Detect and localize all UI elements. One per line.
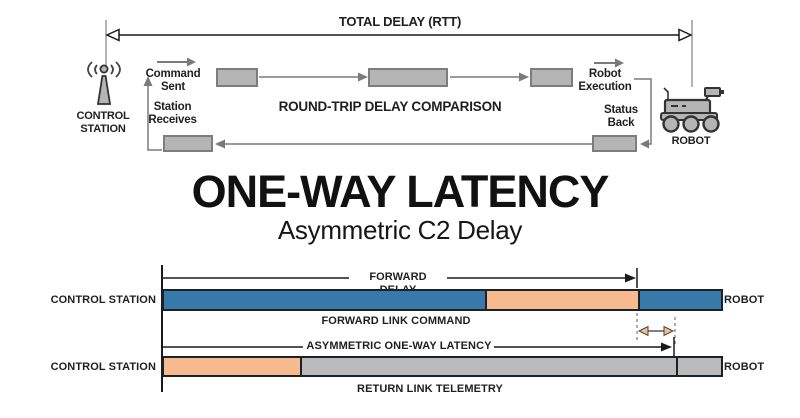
station-receives-label: Station Receives bbox=[148, 101, 197, 127]
forward-link-bar bbox=[162, 289, 723, 311]
delay-delta-arrowhead-left bbox=[637, 325, 649, 337]
packet-box-3 bbox=[530, 68, 573, 87]
round-trip-comparison-label: ROUND-TRIP DELAY COMPARISON bbox=[278, 99, 502, 114]
robot-label: ROBOT bbox=[671, 135, 711, 147]
total-delay-label: TOTAL DELAY (RTT) bbox=[338, 14, 462, 29]
total-delay-arrowhead-right bbox=[678, 28, 693, 42]
return-bar-segment-peach bbox=[164, 358, 300, 375]
forward-bar-segment-blue-1 bbox=[164, 291, 485, 309]
forward-link-caption: FORWARD LINK COMMAND bbox=[321, 315, 471, 327]
return-link-bar bbox=[162, 356, 723, 377]
page-title: ONE-WAY LATENCY bbox=[191, 166, 610, 217]
forward-path-arrowhead-1 bbox=[358, 72, 368, 82]
return-path-arrowhead bbox=[215, 139, 225, 149]
control-station-label: CONTROL STATION bbox=[76, 110, 130, 135]
asym-latency-label: ASYMMETRIC ONE-WAY LATENCY bbox=[306, 340, 492, 352]
control-station-icon bbox=[87, 61, 121, 105]
status-back-label: Status Back bbox=[604, 104, 638, 130]
command-sent-arrowhead bbox=[187, 57, 196, 67]
return-bar-segment-gray-2 bbox=[675, 358, 721, 375]
packet-box-station-receives bbox=[163, 135, 213, 152]
forward-right-axis-label: ROBOT bbox=[724, 294, 765, 306]
robot-icon bbox=[660, 87, 724, 133]
total-delay-arrowhead-left bbox=[105, 28, 120, 42]
forward-left-axis-label: CONTROL STATION bbox=[50, 294, 156, 306]
forward-bar-segment-blue-2 bbox=[638, 291, 721, 309]
delay-delta-arrowhead-right bbox=[663, 325, 675, 337]
robot-execution-arrowhead bbox=[615, 58, 624, 68]
return-left-axis-label: CONTROL STATION bbox=[50, 361, 156, 373]
return-bar-segment-gray-1 bbox=[299, 358, 676, 375]
robot-side-elbow-arrowhead bbox=[640, 139, 649, 149]
packet-box-2 bbox=[368, 68, 448, 87]
robot-execution-label: Robot Execution bbox=[578, 68, 632, 94]
packet-box-status-back bbox=[592, 135, 637, 152]
forward-path-arrowhead-2 bbox=[519, 72, 529, 82]
forward-bar-segment-peach bbox=[484, 291, 638, 309]
command-sent-label: Command Sent bbox=[145, 68, 201, 94]
forward-delay-arrowhead bbox=[625, 273, 636, 283]
return-link-caption: RETURN LINK TELEMETRY bbox=[357, 383, 503, 395]
return-right-axis-label: ROBOT bbox=[724, 361, 765, 373]
asym-latency-arrowhead bbox=[661, 342, 672, 352]
packet-box-1 bbox=[216, 68, 258, 87]
page-subtitle: Asymmetric C2 Delay bbox=[277, 215, 523, 245]
